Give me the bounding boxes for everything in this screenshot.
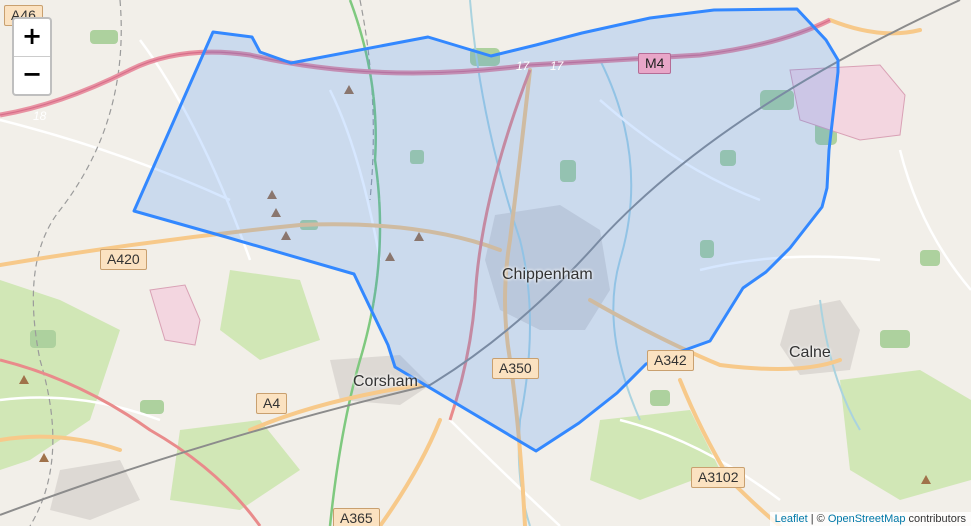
attribution-separator: | © <box>807 513 828 525</box>
zoom-control: + − <box>12 17 52 96</box>
road-label-a4: A4 <box>256 393 288 414</box>
junction-label-18: 18 <box>33 109 47 123</box>
attribution-suffix: contributors <box>905 513 966 525</box>
road-label-a365: A365 <box>333 508 380 526</box>
osm-link[interactable]: OpenStreetMap <box>827 513 906 525</box>
junction-label-17b: 17 <box>550 59 564 73</box>
town-label-corsham: Corsham <box>353 373 418 390</box>
junction-label-17a: 17 <box>516 59 530 73</box>
zoom-in-button[interactable]: + <box>14 19 50 57</box>
road-label-m4: M4 <box>638 53 672 74</box>
area-polygon[interactable] <box>132 7 840 453</box>
zoom-out-button[interactable]: − <box>21 60 43 88</box>
leaflet-link[interactable]: Leaflet <box>774 513 808 525</box>
road-label-a350: A350 <box>492 358 539 379</box>
road-label-a342: A342 <box>647 350 694 371</box>
town-label-chippenham: Chippenham <box>502 266 593 283</box>
town-label-calne: Calne <box>789 344 831 361</box>
attribution: Leaflet | © OpenStreetMap contributors <box>769 512 971 526</box>
road-label-a3102: A3102 <box>691 467 746 488</box>
road-label-a420: A420 <box>100 249 147 270</box>
